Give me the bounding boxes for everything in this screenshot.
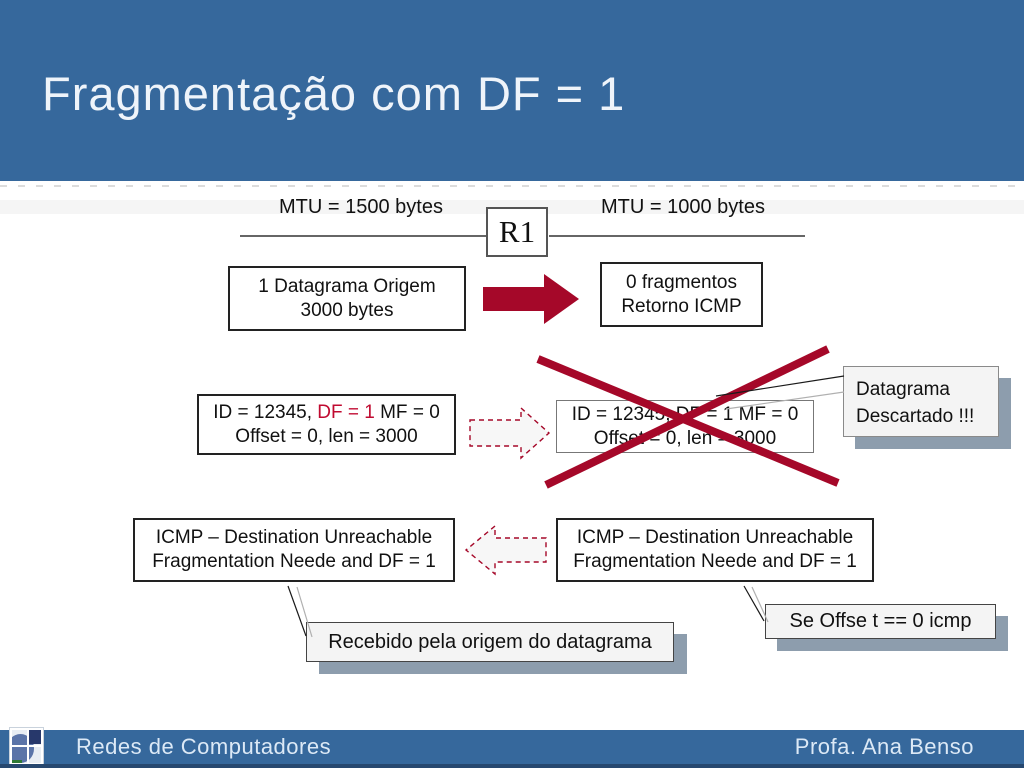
university-logo (9, 727, 44, 766)
result-fragments-line2: Retorno ICMP (621, 295, 742, 317)
footer-professor-name: Profa. Ana Benso (794, 734, 974, 759)
id-left-line1: ID = 12345, DF = 1 MF = 0 (213, 401, 440, 425)
logo-shape (12, 730, 41, 763)
source-datagram-line1: 1 Datagrama Origem (258, 275, 436, 297)
mtu-right-label: MTU = 1000 bytes (601, 196, 765, 218)
callout-offset-zero: Se Offse t == 0 icmp (765, 604, 996, 639)
title-banner: Fragmentação com DF = 1 (0, 0, 1024, 181)
callout-received-by-origin: Recebido pela origem do datagrama (306, 622, 674, 662)
id-left-suffix: MF = 0 (374, 401, 440, 423)
router-r1-label: R1 (498, 214, 536, 249)
offset-leader-line-1 (743, 585, 765, 622)
id-left-prefix: ID = 12345, (213, 401, 318, 423)
dashed-right-arrow-icon (469, 406, 551, 460)
id-left-box: ID = 12345, DF = 1 MF = 0 Offset = 0, le… (197, 394, 456, 455)
icmp-left-line2: Fragmentation Neede and DF = 1 (152, 551, 436, 572)
id-right-line1: ID = 12345, DF = 1 MF = 0 (571, 403, 799, 425)
id-right-line2: Offset = 0, len = 3000 (593, 427, 777, 449)
id-right-box: ID = 12345, DF = 1 MF = 0 Offset = 0, le… (556, 400, 814, 453)
icmp-left-line1: ICMP – Destination Unreachable (155, 527, 433, 548)
logo-shape (27, 730, 41, 744)
icmp-right-box: ICMP – Destination Unreachable Fragmenta… (556, 518, 874, 582)
router-r1-box: R1 (486, 207, 548, 257)
footer-bar: Redes de Computadores Profa. Ana Benso (0, 727, 1024, 768)
discarded-leader-line-1 (715, 375, 845, 397)
callout-discarded-line1: Datagrama (856, 379, 950, 400)
result-fragments-line1: 0 fragmentos (626, 271, 737, 293)
result-fragments-box: 0 fragmentos Retorno ICMP (600, 262, 763, 327)
icmp-right-line1: ICMP – Destination Unreachable (576, 527, 854, 548)
source-datagram-box: 1 Datagrama Origem 3000 bytes (228, 266, 466, 331)
header-dashed-divider (0, 185, 1024, 187)
logo-shape (12, 745, 41, 748)
footer-bottom-edge (0, 764, 1024, 768)
source-datagram-line2: 3000 bytes (300, 299, 394, 321)
logo-shape (12, 760, 22, 763)
received-leader-line-1 (287, 585, 307, 637)
callout-received-text: Recebido pela origem do datagrama (328, 630, 652, 653)
dashed-left-arrow-icon (464, 524, 547, 576)
page-title: Fragmentação com DF = 1 (42, 67, 626, 120)
icmp-right-line2: Fragmentation Neede and DF = 1 (573, 551, 857, 572)
id-left-line2: Offset = 0, len = 3000 (235, 425, 418, 447)
id-left-df-flag: DF = 1 (317, 401, 375, 423)
solid-red-arrow-icon (483, 274, 579, 324)
callout-datagram-discarded: Datagrama Descartado !!! (843, 366, 999, 437)
callout-discarded-line2: Descartado !!! (856, 406, 975, 427)
callout-offset-text: Se Offse t == 0 icmp (789, 610, 972, 632)
mtu-left-label: MTU = 1500 bytes (279, 196, 443, 218)
icmp-left-box: ICMP – Destination Unreachable Fragmenta… (133, 518, 455, 582)
footer-course-name: Redes de Computadores (76, 734, 332, 759)
